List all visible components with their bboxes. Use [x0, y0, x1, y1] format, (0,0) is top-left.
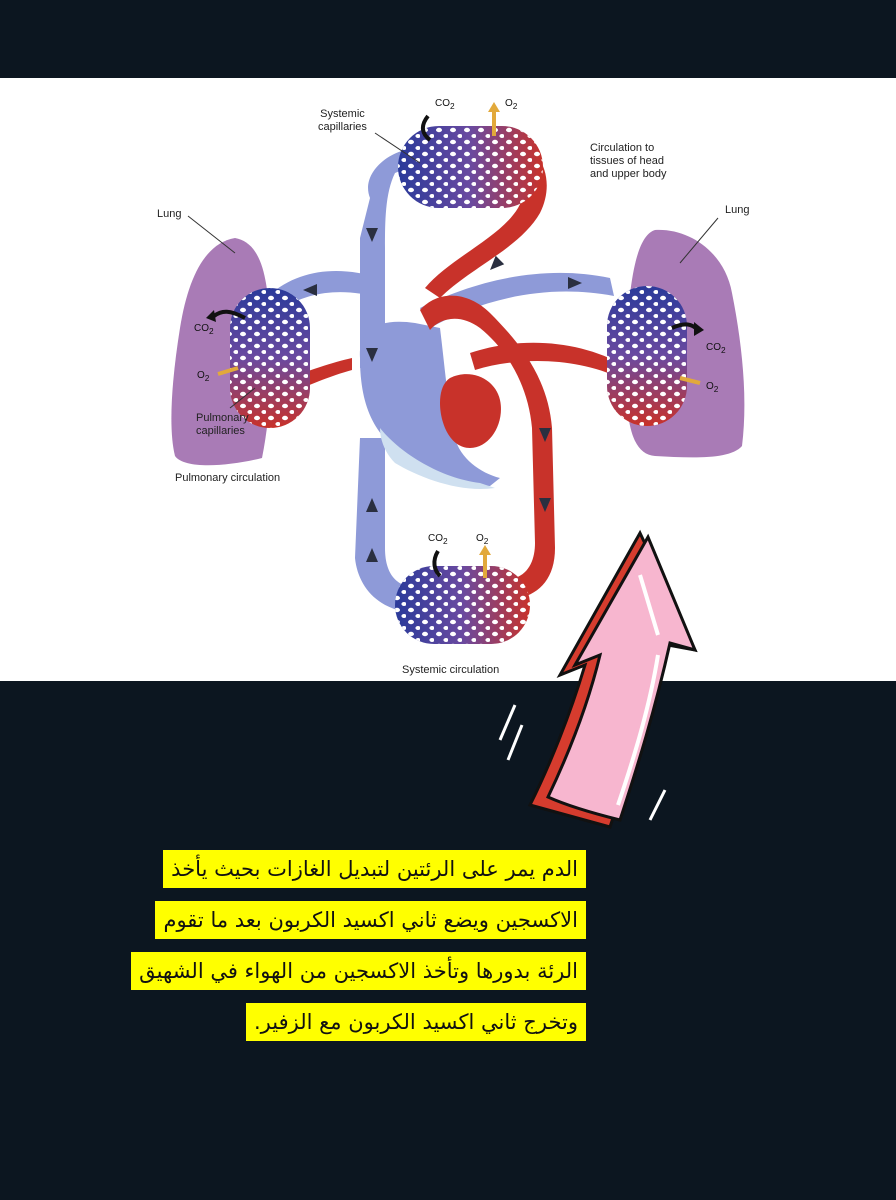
lung-left-label: Lung	[157, 208, 181, 221]
o2-label-top: O2	[505, 98, 517, 111]
co2-label-left: CO2	[194, 323, 214, 336]
circulation-diagram	[0, 78, 896, 681]
caption-line: وتخرج ثاني اكسيد الكربون مع الزفير.	[246, 1003, 586, 1041]
caption-line: الدم يمر على الرئتين لتبديل الغازات بحيث…	[163, 850, 586, 888]
systemic-capillaries-top	[398, 126, 543, 208]
co2-label-right: CO2	[706, 342, 726, 355]
o2-label-right: O2	[706, 381, 718, 394]
o2-label-bottom: O2	[476, 533, 488, 546]
lung-right-label: Lung	[725, 204, 749, 217]
co2-label-top: CO2	[435, 98, 455, 111]
pulmonary-capillaries-right	[607, 286, 687, 426]
caption-line: الرئة بدورها وتأخذ الاكسجين من الهواء في…	[131, 952, 586, 990]
co2-arrow-bottom	[434, 551, 440, 576]
pulmonary-capillaries-left	[230, 288, 310, 428]
systemic-circulation-label: Systemic circulation	[402, 664, 499, 677]
caption-line: الاكسجين ويضع ثاني اكسيد الكربون بعد ما …	[155, 901, 586, 939]
co2-label-bottom: CO2	[428, 533, 448, 546]
pulmonary-vein-right	[470, 343, 625, 378]
caption: الدم يمر على الرئتين لتبديل الغازات بحيث…	[131, 850, 586, 1054]
up-arrow-icon	[490, 515, 710, 845]
o2-label-left: O2	[197, 370, 209, 383]
pulmonary-circulation-label: Pulmonary circulation	[175, 472, 280, 485]
